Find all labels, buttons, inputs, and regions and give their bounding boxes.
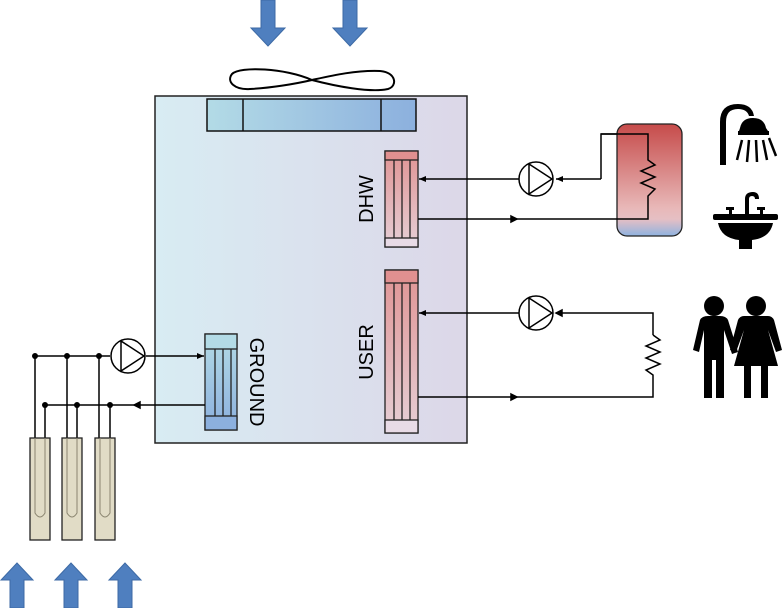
heat-pump-unit (154, 95, 468, 444)
people-icon (693, 296, 782, 398)
radiator-load-icon (418, 334, 662, 398)
heating-element-icon (418, 133, 657, 224)
dhw-exchanger (384, 150, 419, 248)
user-circuit (418, 295, 662, 402)
ground-circuit (32, 338, 205, 438)
dhw-label: DHW (356, 175, 378, 223)
ground-pump-icon (110, 338, 146, 374)
user-exchanger (384, 269, 419, 434)
ground-exchanger (204, 333, 238, 431)
dhw-pump-icon (518, 161, 554, 197)
air-inflow-arrow-icon (249, 0, 369, 47)
ground-label: GROUND (245, 338, 267, 427)
sink-icon (713, 192, 778, 249)
shower-icon (720, 104, 778, 165)
fan-icon (229, 68, 396, 92)
user-label: USER (356, 324, 378, 380)
borehole-icon (29, 437, 116, 541)
ground-heat-arrow-icon (0, 562, 143, 608)
air-coil-icon (206, 98, 417, 132)
